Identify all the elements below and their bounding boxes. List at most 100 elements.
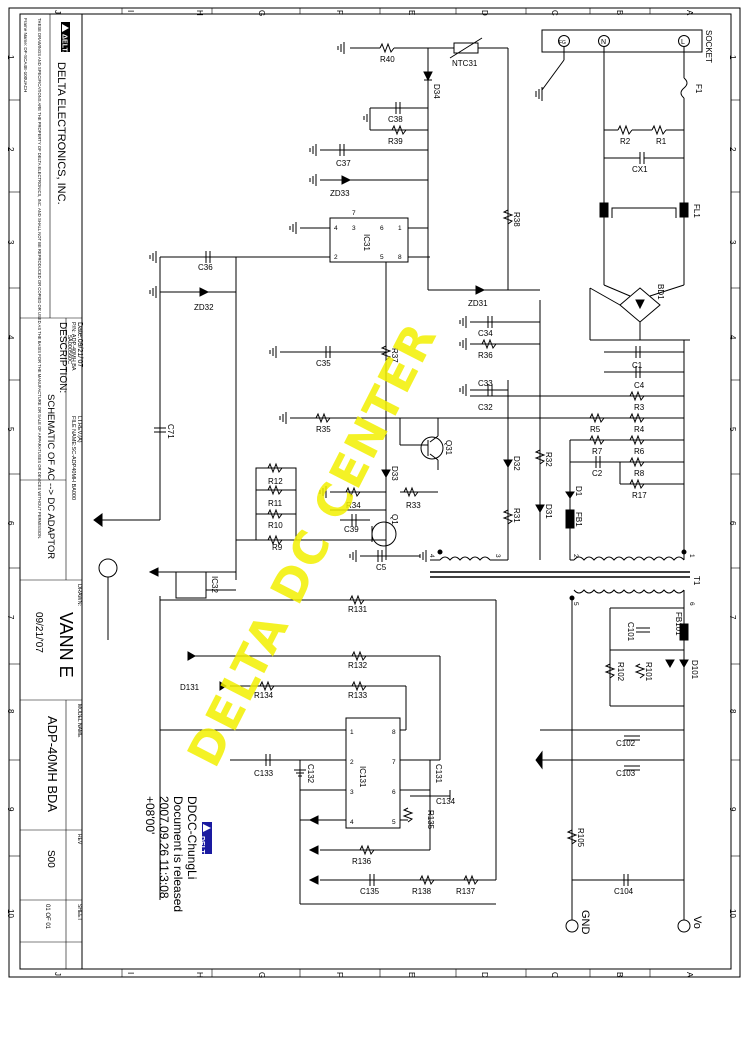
row-letter-f: F [335, 10, 344, 15]
row-letters-top: A B C D E F G H I J [53, 10, 694, 16]
label-r39: R39 [388, 137, 403, 146]
col-number-4-left: 4 [6, 335, 15, 340]
row-letters-bottom: A B C D E F G H I J [53, 972, 694, 978]
ic31-pin-5: 5 [380, 254, 384, 261]
label-c134: C134 [436, 797, 456, 806]
ic131-pin-5: 5 [392, 819, 396, 826]
svg-text:ΔELTA: ΔELTA [61, 34, 68, 56]
col-number-3-left: 3 [6, 240, 15, 245]
pn-field: P/N: ADP-40MH BA [70, 322, 76, 371]
drawing-frame [8, 7, 741, 978]
column-numbers-left: 1 2 3 4 5 6 7 8 9 10 [6, 55, 15, 918]
label-d1: D1 [574, 486, 583, 497]
watermark: DELTA DC CENTER [177, 313, 448, 775]
model-label: MODEL NAME [76, 704, 82, 738]
t1-pin-6: 6 [688, 602, 695, 606]
label-r11: R11 [268, 499, 283, 508]
row-letter-d: D [480, 10, 489, 16]
socket-pin-fg: FG [559, 40, 566, 46]
col-number-1-left: 1 [6, 55, 15, 60]
col-number-5-left: 5 [6, 427, 15, 432]
label-r105: R105 [576, 828, 585, 848]
label-ic131: IC131 [358, 766, 367, 788]
label-f1: F1 [694, 84, 703, 94]
label-r133: R133 [348, 691, 368, 700]
row-letter-g-bottom: G [257, 972, 266, 978]
label-q31: Q31 [444, 440, 453, 456]
label-r4: R4 [634, 425, 645, 434]
label-d31: D31 [544, 504, 553, 519]
ic31-pin-2: 2 [334, 254, 338, 261]
label-r36: R36 [478, 351, 493, 360]
drawn-label: DRAWN: [76, 584, 82, 607]
socket-pin-l: L [681, 39, 685, 46]
component-labels: SOCKET L N FG F1 R2 R1 CX1 FL1 BD1 C1 C4… [166, 30, 713, 935]
label-t1: T1 [692, 576, 701, 586]
t1-pin-1: 1 [688, 554, 695, 558]
stamp-delta-logo [202, 822, 212, 854]
wiring [93, 29, 703, 933]
row-letter-d-bottom: D [480, 972, 489, 978]
label-r8: R8 [634, 469, 645, 478]
label-c1: C1 [632, 361, 643, 370]
label-r131: R131 [348, 605, 368, 614]
label-c102: C102 [616, 739, 636, 748]
row-letter-e-bottom: E [407, 972, 416, 977]
col-number-2-left: 2 [6, 147, 15, 152]
col-number-5: 5 [728, 427, 737, 432]
label-d33: D33 [390, 466, 399, 481]
label-c132: C132 [306, 764, 315, 784]
sheet-value: 01 OF 01 [44, 904, 50, 930]
col-number-3: 3 [728, 240, 737, 245]
socket-label: SOCKET [704, 30, 713, 63]
label-r135: R135 [426, 810, 435, 830]
label-zd31: ZD31 [468, 299, 488, 308]
label-c35: C35 [316, 359, 331, 368]
stamp-line-2: Document is released [171, 796, 185, 912]
drawn-by: VANN E [56, 612, 76, 678]
label-r34: R34 [346, 501, 361, 510]
label-r6: R6 [634, 447, 645, 456]
ic31-pin-1: 1 [398, 225, 402, 232]
sheet-label: SHEET [76, 904, 82, 921]
row-letter-i-bottom: I [126, 972, 135, 974]
model-name: ADP-40MH BDA [45, 716, 60, 812]
label-r40: R40 [380, 55, 395, 64]
terminal-vo: Vo [691, 916, 703, 929]
label-r35: R35 [316, 425, 331, 434]
row-letter-h-bottom: H [195, 972, 204, 978]
t1-pin-4: 4 [428, 554, 435, 558]
label-c103: C103 [616, 769, 636, 778]
col-number-9-left: 9 [6, 807, 15, 812]
col-number-7-left: 7 [6, 615, 15, 620]
terminal-gnd: GND [579, 910, 591, 935]
rev-value: S00 [45, 850, 56, 868]
stamp-line-1: DDCC-ChungLi [185, 796, 199, 879]
label-r102: R102 [616, 662, 625, 682]
row-letter-i: I [126, 10, 135, 12]
label-q1: Q1 [390, 514, 399, 525]
label-zd33: ZD33 [330, 189, 350, 198]
row-letter-c-bottom: C [550, 972, 559, 978]
col-number-1: 1 [728, 55, 737, 60]
ic31-pin-6: 6 [380, 225, 384, 232]
row-letter-f-bottom: F [335, 972, 344, 977]
col-number-7: 7 [728, 615, 737, 620]
label-r5: R5 [590, 425, 601, 434]
row-letter-g: G [257, 10, 266, 16]
label-bd1: BD1 [656, 284, 665, 300]
col-number-6: 6 [728, 521, 737, 526]
date-field: Date:09/21/'07 [76, 322, 83, 367]
t1-pin-3: 3 [494, 554, 501, 558]
row-letter-j-bottom: J [53, 972, 62, 976]
ic131-pin-3: 3 [350, 789, 354, 796]
delta-logo: ΔELTA [61, 22, 70, 56]
label-d34: D34 [432, 84, 441, 99]
label-r134: R134 [254, 691, 274, 700]
row-letter-a-bottom: A [685, 972, 694, 978]
ic131-pin-2: 2 [350, 759, 354, 766]
socket-pin-n: N [601, 39, 606, 46]
label-ntc31: NTC31 [452, 59, 478, 68]
label-r38: R38 [512, 212, 521, 227]
ic131-pin-1: 1 [350, 729, 354, 736]
